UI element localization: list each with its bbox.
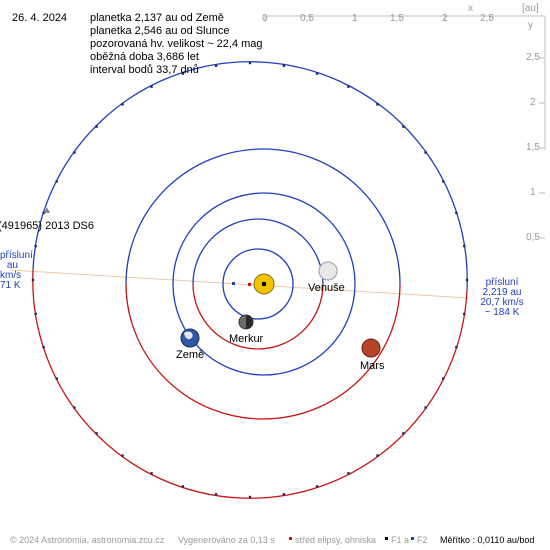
mars-orbit-upper bbox=[125, 148, 401, 285]
venus-orbit-lower bbox=[192, 283, 324, 350]
legend-f2-swatch bbox=[411, 537, 414, 540]
earth-clouds bbox=[184, 331, 193, 340]
x-tick-25: 2,5 bbox=[480, 13, 494, 24]
asteroid-orbit-lower bbox=[32, 269, 468, 499]
footer-scale: Měřítko : 0,0110 au/bod bbox=[440, 535, 535, 545]
legend-f1-swatch bbox=[385, 537, 388, 540]
orbit-point bbox=[214, 493, 218, 496]
orbit-point bbox=[55, 180, 58, 183]
orbit-point bbox=[95, 432, 98, 435]
venus-label: Venuše bbox=[308, 282, 345, 294]
orbit-point bbox=[34, 312, 37, 316]
orbit-point bbox=[150, 85, 153, 88]
info-line-distance-sun: planetka 2,546 au od Slunce bbox=[90, 25, 230, 37]
y-tick-2: 2 bbox=[530, 97, 536, 108]
earth-label: Země bbox=[176, 349, 205, 361]
x-tick-05: 0,5 bbox=[300, 13, 314, 24]
mercury-shade bbox=[246, 315, 253, 329]
mars-planet bbox=[361, 338, 381, 358]
legend-center-swatch bbox=[289, 537, 292, 540]
orbit-point bbox=[121, 103, 124, 106]
footer-legend-f2: F2 bbox=[417, 535, 428, 545]
orbit-point bbox=[248, 61, 252, 65]
orbit-point bbox=[463, 312, 466, 316]
orbit-point bbox=[402, 125, 405, 128]
focus-f2 bbox=[232, 282, 235, 285]
orbit-point bbox=[315, 485, 319, 488]
orbit-point bbox=[347, 85, 350, 88]
orbit-point bbox=[121, 454, 124, 457]
orbit-point bbox=[376, 103, 379, 106]
perihelion-line bbox=[9, 269, 469, 299]
perihelion-label-left: přísluní au km/s 71 K bbox=[0, 250, 33, 291]
info-line-magnitude: pozorovaná hv. velikost ~ 22,4 mag bbox=[90, 38, 263, 50]
x-tick-2: 2 bbox=[442, 13, 448, 24]
orbit-point bbox=[181, 72, 185, 75]
mars-orbit-lower bbox=[125, 283, 401, 420]
orbit-point bbox=[31, 278, 35, 282]
orbit-point bbox=[455, 345, 458, 349]
orbit-point bbox=[402, 432, 405, 435]
asteroid-name: (491965) 2013 DS6 bbox=[0, 220, 95, 232]
perihelion-label-right: přísluní 2,219 au 20,7 km/s ~ 184 K bbox=[480, 277, 524, 318]
orbit-point bbox=[150, 472, 153, 475]
x-axis-ticks bbox=[264, 16, 491, 22]
y-tick-15: 1,5 bbox=[526, 142, 540, 153]
y-axis-label: y bbox=[528, 20, 533, 31]
asteroid-marker bbox=[44, 207, 50, 213]
orbit-point bbox=[34, 244, 37, 248]
y-tick-25: 2,5 bbox=[526, 52, 540, 63]
orbit-point bbox=[95, 125, 98, 128]
footer-copyright: © 2024 Astronomia, astronomia.zcu.cz bbox=[10, 535, 165, 545]
orbit-point bbox=[42, 345, 45, 349]
asteroid-orbit-upper bbox=[32, 61, 468, 291]
mercury-label: Merkur bbox=[229, 333, 264, 345]
orbit-point bbox=[73, 406, 76, 409]
footer-generated: Vygenerováno za 0,13 s bbox=[178, 535, 275, 545]
orbit-point bbox=[315, 72, 319, 75]
venus-orbit-upper bbox=[192, 218, 324, 285]
y-tick-05: 0,5 bbox=[526, 232, 540, 243]
orbit-point bbox=[376, 454, 379, 457]
axis-unit-label: [au] bbox=[522, 3, 539, 14]
date-label: 26. 4. 2024 bbox=[12, 12, 68, 24]
focus-f1 bbox=[262, 282, 266, 286]
orbit-point bbox=[463, 244, 466, 248]
info-panel: planetka 2,137 au od Země planetka 2,546… bbox=[90, 12, 263, 77]
orbit-point bbox=[181, 485, 185, 488]
orbit-point bbox=[42, 211, 45, 215]
earth-orbit bbox=[172, 192, 356, 376]
venus-planet bbox=[318, 261, 338, 281]
orbit-point bbox=[214, 64, 218, 67]
x-tick-15: 1,5 bbox=[390, 13, 404, 24]
orbit-point bbox=[465, 278, 469, 282]
orbit-point bbox=[424, 151, 427, 154]
orbit-point bbox=[455, 211, 458, 215]
orbit-point bbox=[282, 64, 286, 67]
y-tick-1: 1 bbox=[530, 187, 536, 198]
y-axis-ticks bbox=[539, 57, 545, 239]
info-line-period: oběžná doba 3,686 let bbox=[90, 51, 199, 63]
orbit-point bbox=[73, 151, 76, 154]
orbit-point bbox=[424, 406, 427, 409]
mercury-orbit bbox=[222, 248, 294, 320]
asteroid-orbit-points bbox=[31, 61, 469, 499]
orbit-point bbox=[282, 493, 286, 496]
orbit-point bbox=[442, 377, 445, 380]
x-tick-1: 1 bbox=[352, 13, 358, 24]
orbit-point bbox=[442, 180, 445, 183]
x-tick-0: 0 bbox=[262, 13, 268, 24]
orbit-point bbox=[248, 495, 252, 499]
info-line-distance-earth: planetka 2,137 au od Země bbox=[90, 12, 224, 24]
mars-label: Mars bbox=[360, 360, 385, 372]
info-line-interval: interval bodů 33,7 dnů bbox=[90, 64, 199, 76]
x-axis-label: x bbox=[468, 3, 473, 14]
orbit-point bbox=[347, 472, 350, 475]
orbit-point bbox=[55, 377, 58, 380]
footer-legend-center: střed elipsy, ohniska bbox=[295, 535, 376, 545]
ellipse-center-marker bbox=[248, 283, 251, 286]
footer-legend-f1: F1 a bbox=[391, 535, 410, 545]
